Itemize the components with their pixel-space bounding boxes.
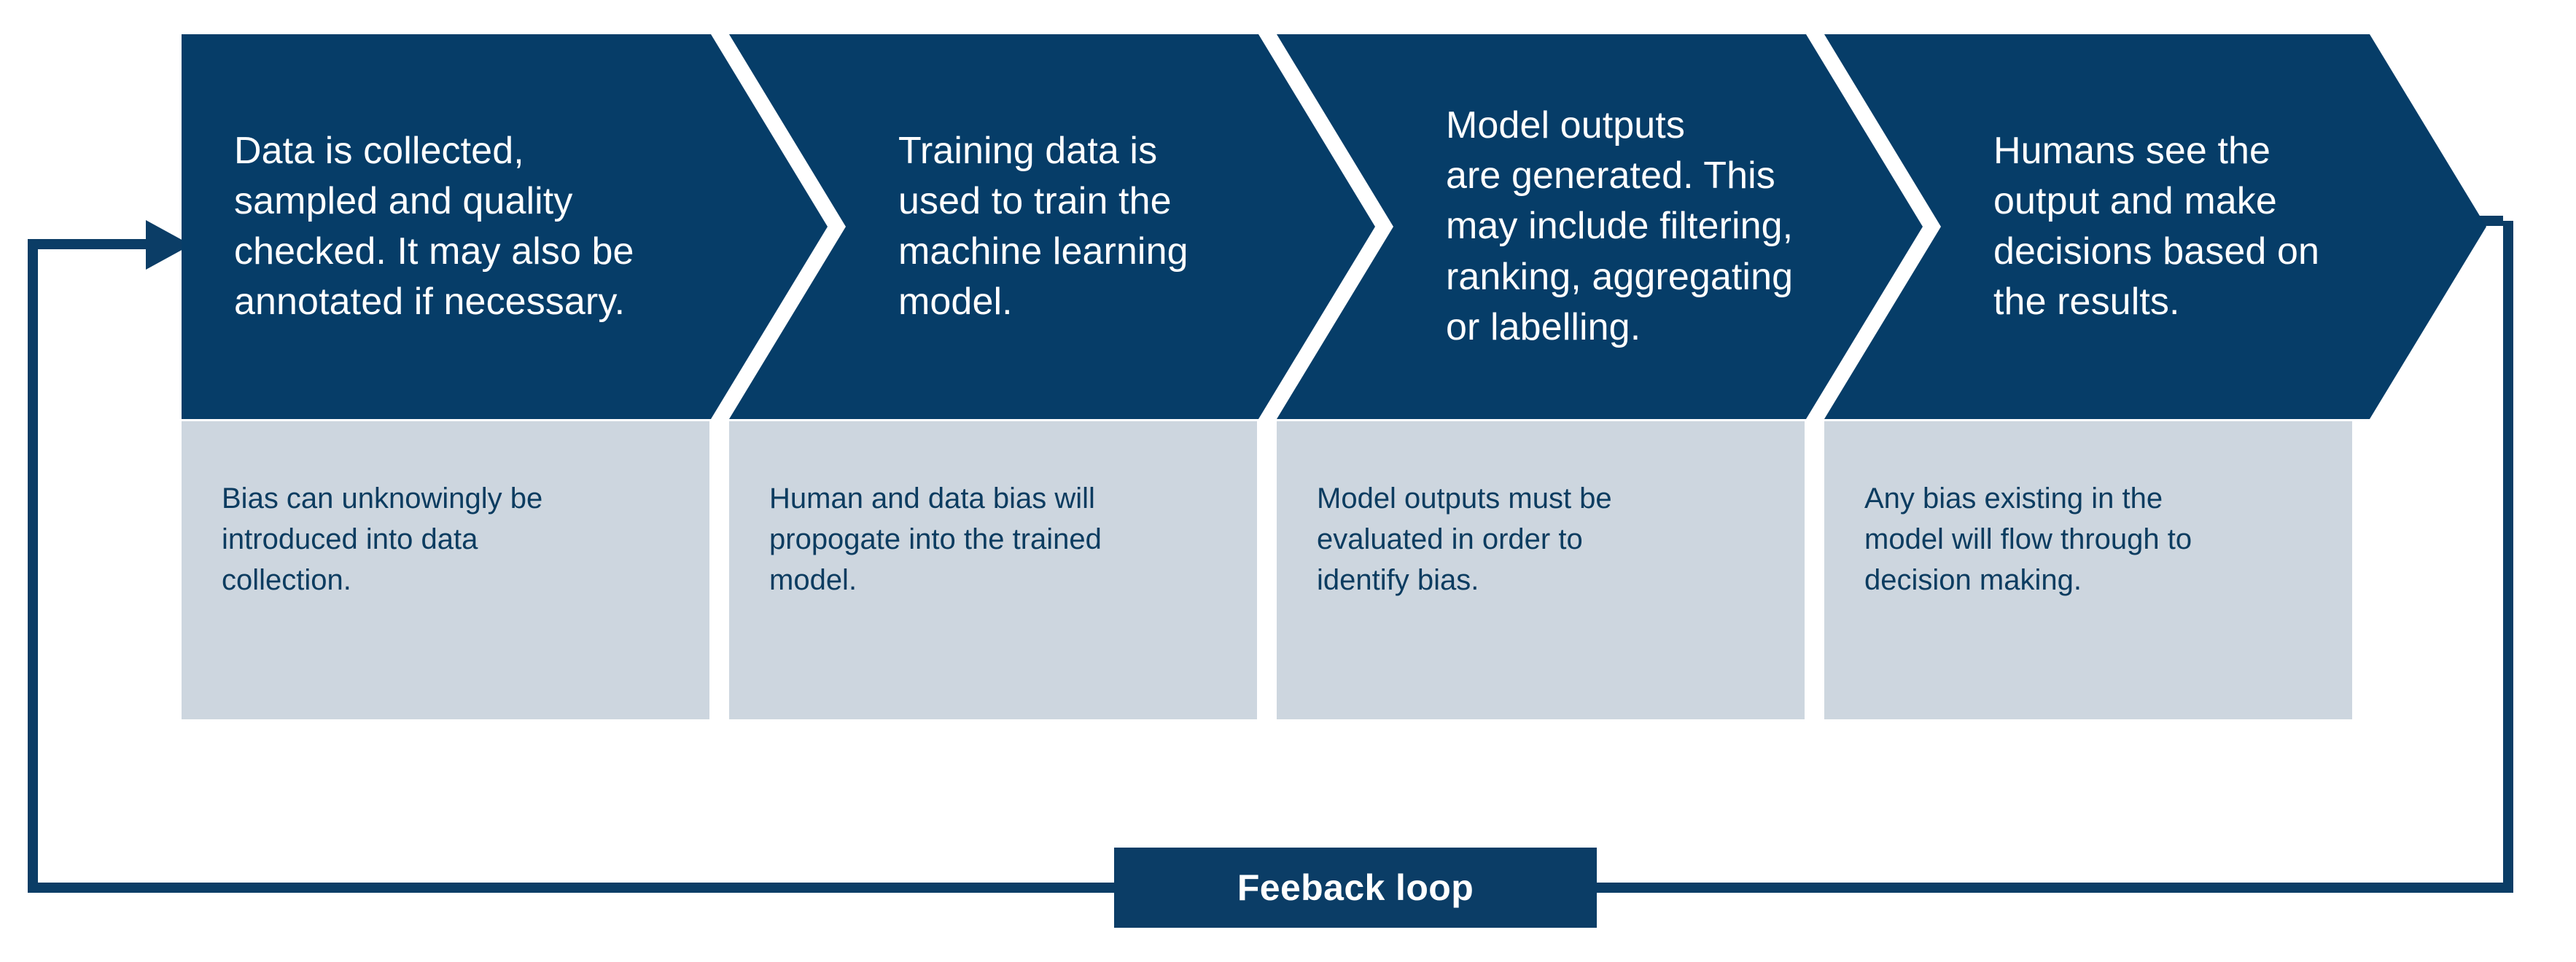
process-step-model-training[interactable]: Training data is used to train the machi… [729, 34, 1375, 419]
step-headline-4: Humans see the output and make decisions… [1993, 129, 2319, 324]
step-headline-1: Data is collected, sampled and quality c… [234, 129, 634, 324]
process-chevron-band: Data is collected, sampled and quality c… [182, 34, 2486, 419]
step-headline-3: Model outputs are generated. This may in… [1446, 104, 1794, 348]
caption-box-data-collection: Bias can unknowingly be introduced into … [182, 421, 709, 719]
feedback-loop-label: Feeback loop [1114, 848, 1597, 928]
feedback-loop-label-text: Feeback loop [1237, 867, 1474, 908]
caption-band: Bias can unknowingly be introduced into … [182, 421, 2427, 719]
step-headline-2: Training data is used to train the machi… [898, 129, 1188, 324]
step-caption-1: Bias can unknowingly be introduced into … [222, 482, 543, 596]
caption-box-model-training: Human and data bias will propogate into … [729, 421, 1257, 719]
process-step-human-decision[interactable]: Humans see the output and make decisions… [1824, 34, 2486, 419]
step-caption-4: Any bias existing in the model will flow… [1864, 482, 2192, 596]
process-step-data-collection[interactable]: Data is collected, sampled and quality c… [182, 34, 828, 419]
step-caption-3: Model outputs must be evaluated in order… [1317, 482, 1612, 596]
caption-box-model-output: Model outputs must be evaluated in order… [1277, 421, 1805, 719]
caption-box-human-decision: Any bias existing in the model will flow… [1824, 421, 2352, 719]
step-caption-2: Human and data bias will propogate into … [769, 482, 1102, 596]
